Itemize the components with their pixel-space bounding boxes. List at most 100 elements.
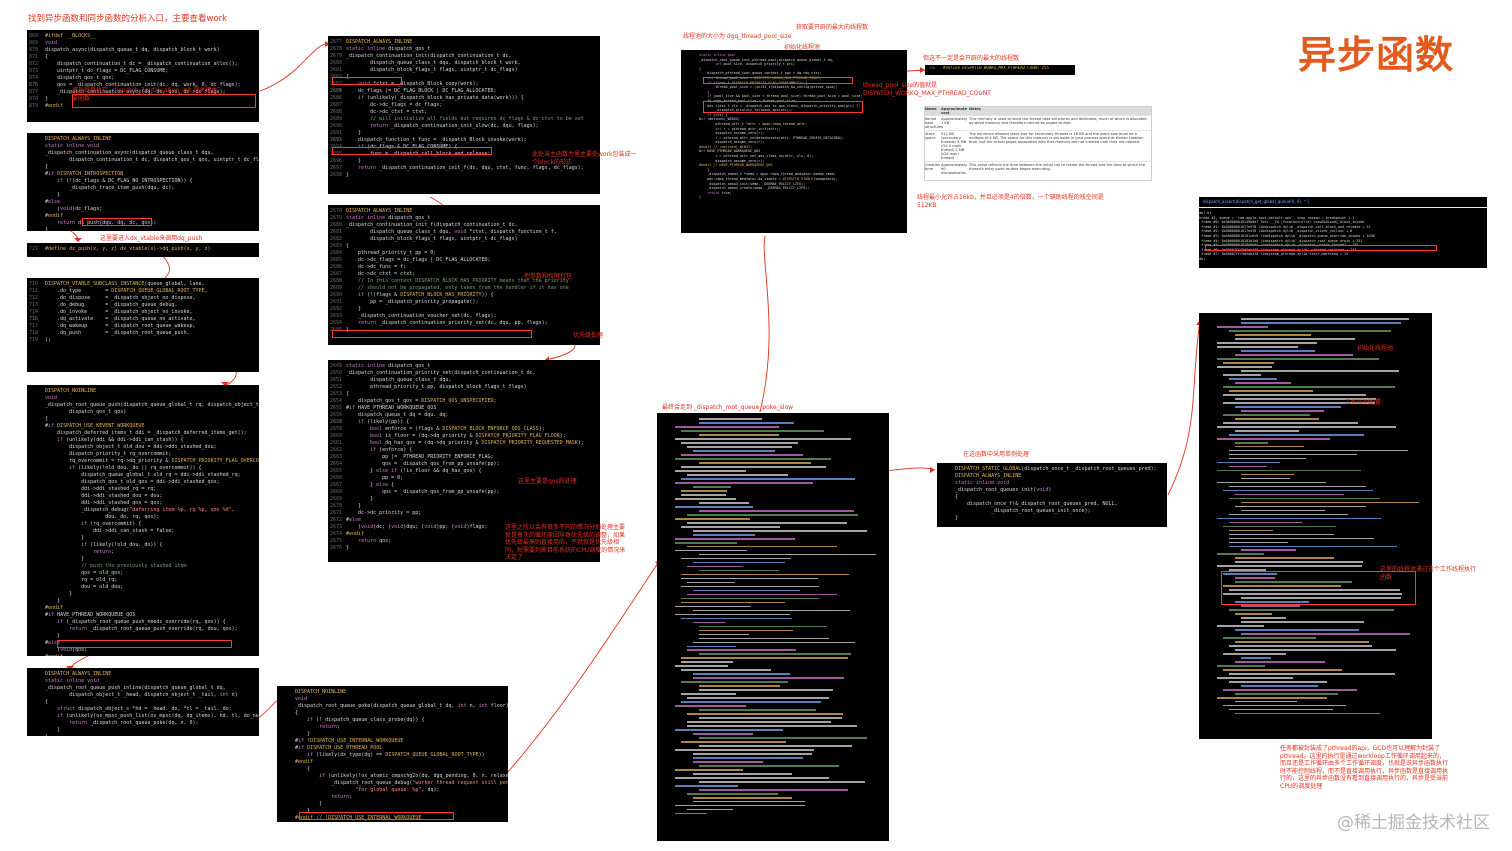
code-line: _dispatch_priority_fallback_qos(pri)); xyxy=(699,108,903,113)
code-line: 2674#endif xyxy=(330,531,596,538)
code-text: if (likely(dx_type(dq) == DISPATCH_QUEUE… xyxy=(307,752,485,758)
code-panel-init-pthread-pool: static inline bool_dispatch_root_queue_i… xyxy=(681,50,907,233)
code-line: r = pthread_attr_setdetachstate(attr, PT… xyxy=(699,136,903,141)
code-line: dq->dgq_thread_pool_size = thread_pool_s… xyxy=(699,99,903,104)
code-line: 2653{ xyxy=(330,391,596,398)
highlight-box xyxy=(1221,571,1416,605)
code-line-texture xyxy=(1235,445,1304,448)
code-line-texture xyxy=(1235,577,1275,579)
code-line: 2686 if (unlikely(_dispatch_block_has_pr… xyxy=(330,95,596,102)
code-line-texture xyxy=(1223,688,1357,691)
code-line-texture xyxy=(1217,517,1381,520)
code-line: 2673 (void)dc; (void)dqu; (void)pp; (voi… xyxy=(330,524,596,531)
line-number: 2692 xyxy=(330,306,343,312)
code-text: return dx_push(dqu._dq, dc, qos); xyxy=(57,220,157,226)
code-line: } xyxy=(295,801,504,808)
code-text: if (likely(pp)) { xyxy=(358,419,410,425)
code-line-texture xyxy=(1235,406,1341,408)
code-line-texture xyxy=(1229,485,1366,488)
code-text: DISPATCH_NOINLINE xyxy=(45,388,97,394)
code-line: dispatch_assume_zero(r); xyxy=(699,159,903,164)
code-line-texture xyxy=(693,796,792,799)
code-line-texture xyxy=(699,553,876,556)
code-line-texture xyxy=(1229,589,1400,591)
code-text: DISPATCH_NOINLINE xyxy=(295,689,347,695)
annotation-note: 线程最小允许占16kb，并且必须是4的倍数，一个辅助线程的栈空间是512KB xyxy=(917,194,1104,209)
code-text: { xyxy=(295,710,299,716)
code-line: 2671 dc->dc_priority = pp; xyxy=(330,510,596,517)
code-line-texture xyxy=(699,462,811,464)
code-text: .dq_push = _dispatch_root_queue_push, xyxy=(45,330,190,336)
code-line: (void)qos; xyxy=(45,647,255,654)
code-text: static inline void xyxy=(45,143,100,149)
code-line-texture xyxy=(1235,629,1359,631)
code-text: #endif // !DISPATCH_USE_INTERNAL_WORKQUE… xyxy=(295,815,422,821)
highlight-box xyxy=(332,147,492,155)
code-text: return _dispatch_continuation_priority_s… xyxy=(358,320,548,326)
code-line-texture xyxy=(699,737,867,739)
code-text: dispatch_qos_t old_qos = ddi->ddi_stashe… xyxy=(45,479,220,485)
code-line-texture xyxy=(1241,684,1318,687)
code-line-texture xyxy=(681,466,826,468)
line-number: 2693 xyxy=(330,137,343,143)
code-line-texture xyxy=(675,518,750,520)
code-line: _dispatch_root_queue_init_pthread_pool(d… xyxy=(699,58,903,63)
code-line: } xyxy=(45,727,255,734)
code-line-texture xyxy=(675,605,751,608)
line-number: 872 xyxy=(29,61,39,67)
code-line: rq = old_rq; xyxy=(45,577,255,584)
code-panel-lldb-backtrace: (lldb) bt* thread #3, queue = 'com.apple… xyxy=(1199,208,1487,268)
code-line-texture xyxy=(1235,441,1268,444)
code-line-texture xyxy=(687,521,847,524)
code-text: dispatch_block_flags_t flags, uintptr_t … xyxy=(346,236,518,242)
code-line: #endif xyxy=(45,605,255,612)
code-line-texture xyxy=(1223,386,1395,388)
code-text: { xyxy=(45,699,49,705)
line-number: 870 xyxy=(29,47,39,53)
code-text: ddi->ddi_can_stash = false; xyxy=(45,528,175,534)
line-number: 873 xyxy=(29,68,39,74)
code-line: 876 qos = _dispatch_continuation_init(dc… xyxy=(29,82,255,89)
code-text: #endif xyxy=(45,103,64,109)
code-line: 2698} xyxy=(330,172,596,179)
code-text: struct dispatch_object_s *hd = _head._do… xyxy=(57,706,232,712)
code-text: #if HAVE_PTHREAD_WORKQUEUE_QOS xyxy=(45,612,136,618)
code-line: DISPATCH_NOINLINE xyxy=(45,388,255,395)
code-line: 2683{ xyxy=(330,243,596,250)
code-line-texture xyxy=(675,812,707,815)
code-line-texture xyxy=(1241,477,1290,480)
code-line: } xyxy=(699,195,903,200)
code-text: ddi->ddi_stashed_qos = qos; xyxy=(45,500,163,506)
code-line: dispatch_pthread_root_queue_context_t pq… xyxy=(699,71,903,76)
line-number: 2653 xyxy=(330,391,343,397)
code-line: 2690 return _dispatch_continuation_init_… xyxy=(330,123,596,130)
code-line-texture xyxy=(1217,696,1327,699)
code-line-texture xyxy=(681,657,848,660)
code-text: { xyxy=(346,391,350,397)
code-text: } xyxy=(346,158,362,164)
code-text: dispatch_once_f(&_dispatch_root_queues_p… xyxy=(955,501,1118,507)
code-line: 2660 bool is_floor = (dq->dq_priority & … xyxy=(330,433,596,440)
code-line-texture xyxy=(693,773,792,775)
line-number: 718 xyxy=(29,330,39,336)
code-line: r = pthread_attr_set_qos_class_np(attr, … xyxy=(699,154,903,159)
line-number: 66 xyxy=(930,66,936,71)
code-line-texture xyxy=(693,641,855,644)
line-number: 717 xyxy=(29,323,39,329)
code-text: r = pthread_attr_setdetachstate(attr, PT… xyxy=(699,135,844,140)
code-line-texture xyxy=(681,442,798,444)
code-text: frame #2: 0x00000001017e4f0 libdispatch.… xyxy=(1199,229,1353,234)
code-line: dou = old_dou; xyxy=(45,584,255,591)
code-line: #else xyxy=(45,199,255,206)
code-line-texture xyxy=(675,784,738,787)
code-text: static inline void xyxy=(955,480,1010,486)
code-line-texture xyxy=(1235,493,1344,496)
code-text: } xyxy=(699,89,710,94)
code-line-texture xyxy=(693,621,725,624)
code-text: #if DISPATCH_INTROSPECTION xyxy=(45,171,124,177)
code-line: { xyxy=(45,699,255,706)
